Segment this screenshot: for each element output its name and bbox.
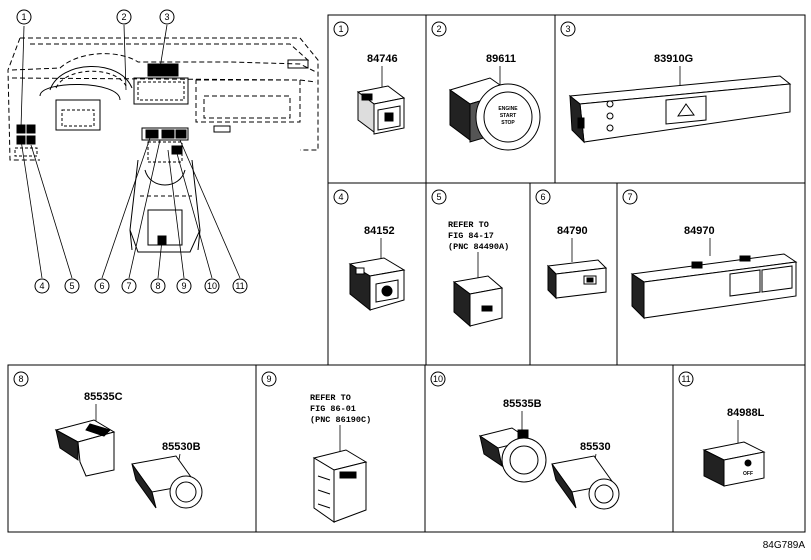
svg-text:8: 8 (18, 374, 23, 384)
svg-text:6: 6 (540, 192, 545, 202)
callout-leaders (20, 24, 241, 279)
button-text-line: STOP (501, 120, 515, 126)
panel-11: 84988L OFF (702, 407, 766, 487)
panel-index-9: 9 (261, 371, 277, 387)
svg-text:11: 11 (235, 281, 244, 291)
svg-text:9: 9 (266, 374, 271, 384)
socket-cover-85535C-illustration (54, 419, 116, 477)
switch-84152-illustration (348, 257, 406, 312)
refer-note-line: REFER TO (310, 393, 351, 403)
svg-text:5: 5 (436, 192, 441, 202)
part-number: 85535C (84, 391, 123, 403)
overview-callouts: 1 2 3 4 5 6 7 8 9 10 11 (16, 9, 248, 294)
hazard-switch-panel-illustration (568, 75, 792, 144)
switch-panel-84970-illustration (630, 253, 798, 320)
part-number: 85535B (503, 398, 542, 410)
callout-3: 3 (159, 9, 175, 25)
refer-note-line: REFER TO (448, 220, 489, 230)
part-number: 84988L (727, 407, 765, 419)
socket-holder-85535B-illustration (478, 427, 547, 483)
svg-text:8: 8 (155, 281, 160, 291)
svg-text:7: 7 (126, 281, 131, 291)
switch-84790-illustration (546, 259, 608, 300)
power-socket-85530-illustration (551, 455, 620, 510)
switch-84746-illustration (356, 85, 406, 135)
panel-4: 84152 (348, 225, 406, 312)
callout-1: 1 (16, 9, 32, 25)
part-number: 84152 (364, 225, 395, 237)
usb-port-86190C-illustration (312, 449, 368, 523)
callout-7: 7 (121, 278, 137, 294)
panel-5: REFER TO FIG 84-17 (PNC 84490A) (448, 220, 509, 328)
panel-index-2: 2 (431, 21, 447, 37)
panel-indices: 1 2 3 4 5 6 7 8 9 10 11 (13, 21, 694, 387)
svg-text:4: 4 (39, 281, 44, 291)
switch-84988L-illustration: OFF (702, 441, 766, 487)
panel-6: 84790 (546, 225, 608, 300)
panel-index-8: 8 (13, 371, 29, 387)
refer-note-line: FIG 86-01 (310, 404, 356, 414)
refer-note-line: FIG 84-17 (448, 231, 494, 241)
part-number: 85530 (580, 441, 611, 453)
svg-text:5: 5 (69, 281, 74, 291)
svg-text:3: 3 (565, 24, 570, 34)
callout-8: 8 (150, 278, 166, 294)
part-number: 83910G (654, 53, 693, 65)
svg-text:6: 6 (99, 281, 104, 291)
callout-10: 10 (204, 278, 220, 294)
svg-text:2: 2 (121, 12, 126, 22)
switch-84490A-illustration (452, 275, 504, 328)
panel-grid (7, 14, 806, 533)
button-text-line: ENGINE (498, 106, 518, 112)
button-text-line: START (500, 113, 516, 119)
panel-8: 85535C 85530B (54, 391, 203, 509)
svg-text:4: 4 (338, 192, 343, 202)
svg-text:7: 7 (627, 192, 632, 202)
panel-7: 84970 (630, 225, 798, 320)
part-number: 84970 (684, 225, 715, 237)
panel-1: 84746 (356, 53, 406, 135)
callout-11: 11 (232, 278, 248, 294)
refer-note-line: (PNC 84490A) (448, 242, 509, 252)
svg-text:1: 1 (21, 12, 26, 22)
panel-9: REFER TO FIG 86-01 (PNC 86190C) (310, 393, 371, 523)
callout-6: 6 (94, 278, 110, 294)
part-number: 89611 (486, 53, 516, 65)
callout-9: 9 (176, 278, 192, 294)
panel-10: 85535B 85530 (478, 398, 620, 510)
svg-text:11: 11 (681, 374, 690, 384)
svg-text:1: 1 (338, 24, 343, 34)
panel-index-11: 11 (678, 371, 694, 387)
switch-off-text: OFF (743, 471, 753, 477)
engine-start-button-illustration: ENGINE START STOP (448, 77, 541, 151)
panel-index-4: 4 (333, 189, 349, 205)
panel-2: 89611 ENGINE START STOP (448, 53, 541, 151)
svg-text:2: 2 (436, 24, 441, 34)
callout-4: 4 (34, 278, 50, 294)
part-number: 85530B (162, 441, 201, 453)
callout-2: 2 (116, 9, 132, 25)
callout-5: 5 (64, 278, 80, 294)
refer-note-line: (PNC 86190C) (310, 415, 371, 425)
part-number: 84746 (367, 53, 398, 65)
figure-code: 84G789A (763, 540, 806, 551)
panel-index-5: 5 (431, 189, 447, 205)
svg-text:10: 10 (207, 281, 217, 291)
svg-text:3: 3 (164, 12, 169, 22)
panel-index-7: 7 (622, 189, 638, 205)
svg-text:10: 10 (433, 374, 443, 384)
panel-index-1: 1 (333, 21, 349, 37)
panel-index-3: 3 (560, 21, 576, 37)
panel-3: 83910G (568, 53, 792, 144)
power-socket-85530B-illustration (131, 455, 203, 509)
part-number: 84790 (557, 225, 588, 237)
panel-index-10: 10 (430, 371, 446, 387)
svg-text:9: 9 (181, 281, 186, 291)
panel-index-6: 6 (535, 189, 551, 205)
